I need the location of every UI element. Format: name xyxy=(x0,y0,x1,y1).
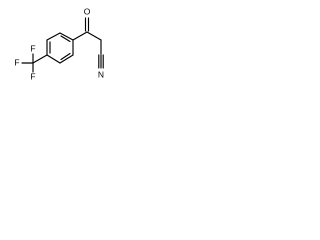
trifluoromethyl-group: F F F xyxy=(14,43,35,81)
nitrogen-label: N xyxy=(98,69,104,79)
carbonyl-group: O xyxy=(84,6,91,32)
ring-double-bond-inner-2 xyxy=(60,52,71,61)
ring-bond-1 xyxy=(59,32,74,41)
fluorine-bottom-label: F xyxy=(30,71,35,81)
ring-double-bond-inner-1 xyxy=(60,35,71,43)
ring-bond-4 xyxy=(46,54,61,64)
fluorine-left-label: F xyxy=(14,57,19,67)
oxygen-label: O xyxy=(84,6,91,16)
ring-to-cf3-bond xyxy=(32,54,48,64)
ring-to-carbonyl-bond xyxy=(72,31,88,41)
ring-bond-3 xyxy=(59,54,74,64)
fluorine-top-label: F xyxy=(30,43,35,53)
molecule-drawing: O N F F F xyxy=(14,6,104,81)
nitrile-group: N xyxy=(98,39,104,79)
ring-bond-6 xyxy=(46,32,61,41)
structure-diagram: O N F F F xyxy=(0,0,114,93)
benzene-ring xyxy=(46,32,74,64)
carbonyl-to-methylene-bond xyxy=(86,31,102,41)
